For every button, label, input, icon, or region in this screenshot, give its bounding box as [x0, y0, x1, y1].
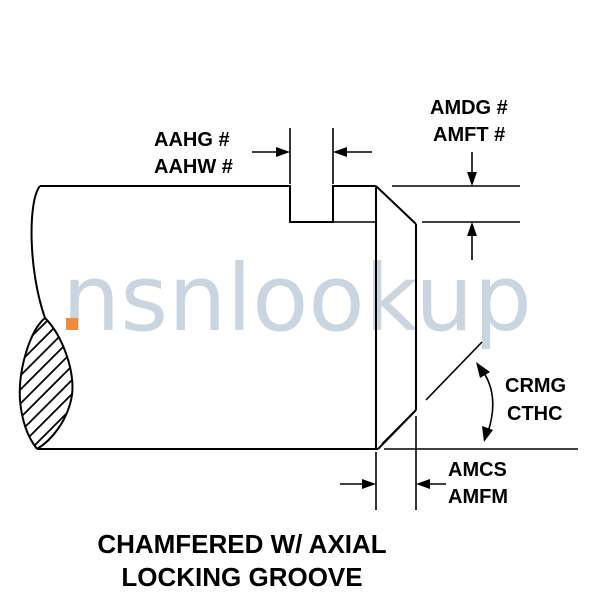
label-groove-width-2: AAHW # [154, 156, 233, 178]
watermark-text: nsnlookup [62, 245, 532, 352]
label-chamfer-length-2: AMFM [448, 486, 508, 508]
top-surface-with-groove [40, 185, 376, 223]
watermark-dot [66, 318, 78, 330]
groove-arrow-left [276, 147, 290, 157]
chamfer-edge [375, 185, 417, 225]
title-line-1: CHAMFERED W/ AXIAL [97, 529, 386, 559]
label-groove-depth-2: AMFT # [433, 124, 505, 146]
angle-ref-line [381, 409, 417, 445]
groove-depth-dimension [392, 152, 520, 260]
depth-arrow-bottom [467, 222, 477, 236]
angle-arc [481, 369, 494, 433]
length-arrow-right [416, 479, 430, 489]
angle-ext-upper [425, 341, 483, 401]
chamfer-length-dimension [340, 416, 446, 510]
groove-arrow-right [333, 147, 347, 157]
label-chamfer-length-1: AMCS [448, 459, 507, 481]
label-groove-width-1: AAHG # [154, 129, 230, 151]
label-chamfer-angle-2: CTHC [507, 403, 563, 425]
title-line-2: LOCKING GROOVE [121, 562, 362, 592]
angle-arrow-lower [482, 426, 493, 442]
watermark: nsnlookup [62, 245, 532, 352]
groove-width-dimension [252, 128, 372, 184]
angle-arrow-upper [476, 362, 490, 378]
label-groove-depth-1: AMDG # [430, 97, 508, 119]
length-arrow-left [362, 479, 376, 489]
section-hatch [19, 318, 73, 448]
depth-arrow-top [467, 172, 477, 186]
label-chamfer-angle-1: CRMG [505, 375, 566, 397]
